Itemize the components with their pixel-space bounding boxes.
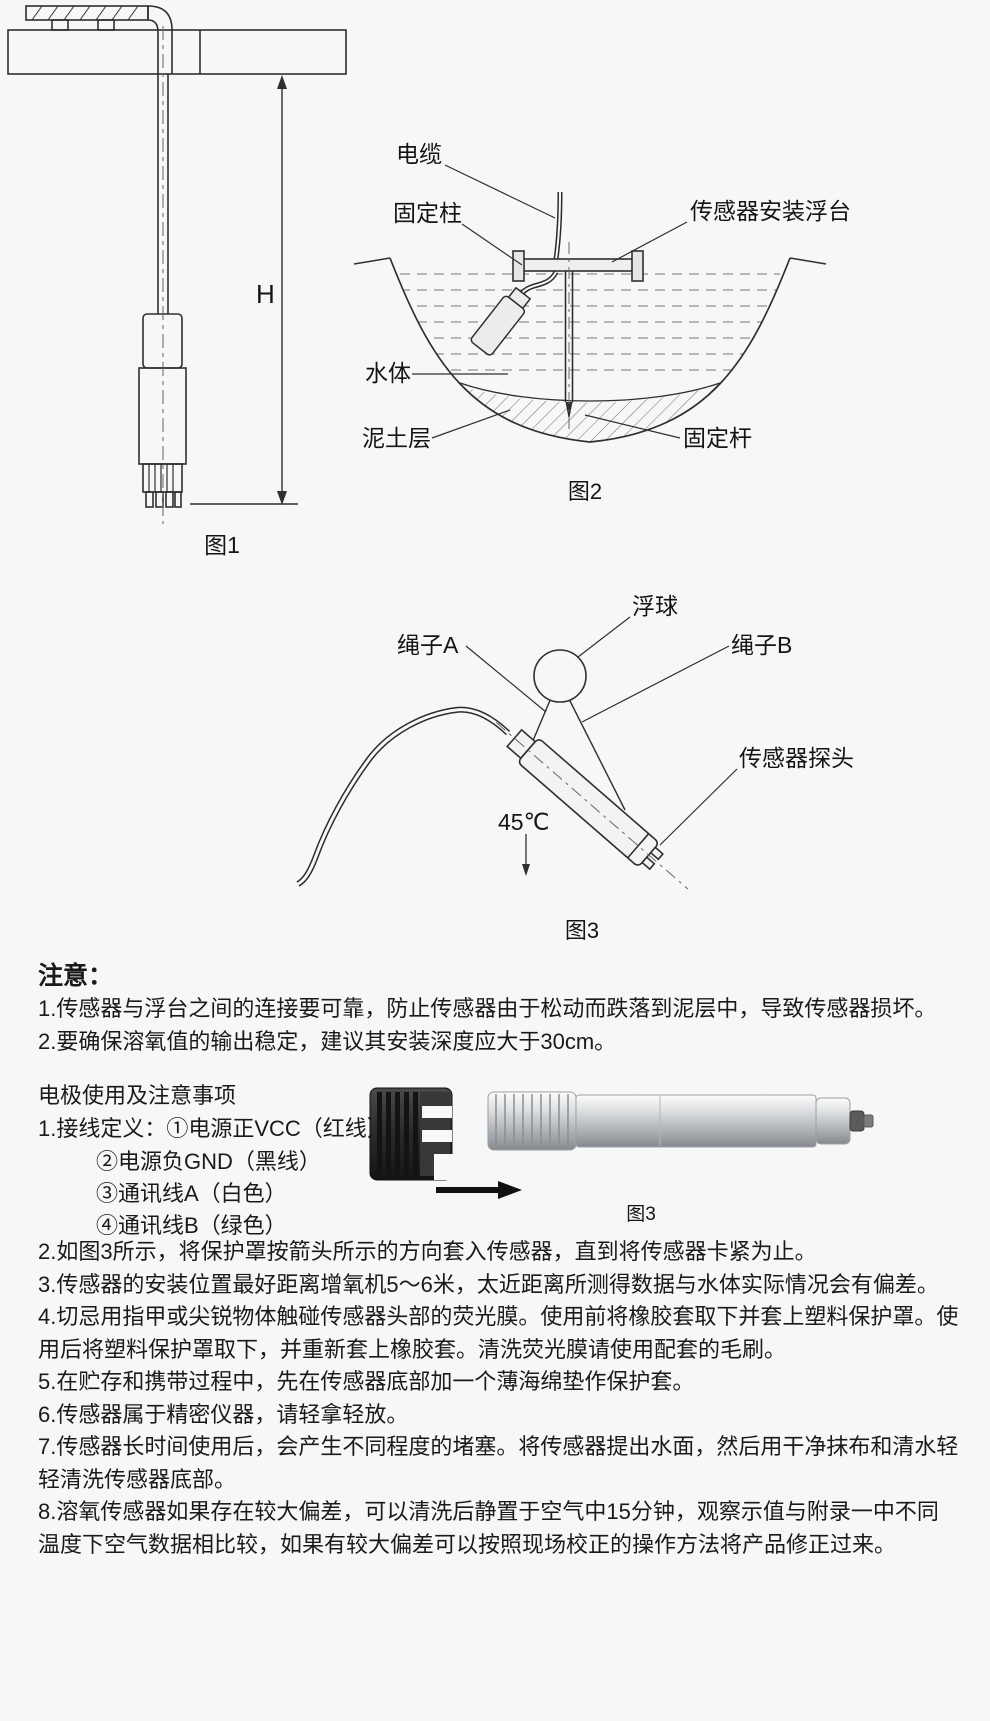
protective-cap-photo	[369, 1087, 454, 1181]
instruction-item: 8.溶氧传感器如果存在较大偏差，可以清洗后静置于空气中15分钟，观察示值与附录一…	[38, 1499, 939, 1557]
instruction-item: 5.在贮存和携带过程中，先在传感器底部加一个薄海绵垫作保护套。	[38, 1369, 695, 1394]
instruction-item: 6.传感器属于精密仪器，请轻拿轻放。	[38, 1401, 409, 1427]
sensor-photo	[487, 1091, 874, 1151]
fig3-label-angle: 45℃	[498, 809, 549, 835]
mud-top-line	[459, 382, 721, 402]
wiring-definition-line: 1.接线定义：①电源正VCC（红线）	[38, 1116, 389, 1141]
fixing-rod	[564, 242, 574, 432]
notice-item: 2.要确保溶氧值的输出稳定，建议其安装深度应大于30cm。	[38, 1029, 617, 1054]
sensor-probe-drawing	[495, 722, 689, 890]
fig2-label-fixing-post: 固定柱	[393, 200, 462, 226]
height-dimension	[190, 75, 298, 505]
wiring-definition-line: ④通讯线B（绿色）	[96, 1213, 287, 1238]
instruction-item: 2.如图3所示，将保护罩按箭头所示的方向套入传感器，直到将传感器卡紧为止。	[38, 1239, 817, 1264]
fig2-label-cable: 电缆	[396, 141, 442, 167]
pond-rim	[353, 257, 827, 265]
figure-3-caption: 图3	[565, 918, 599, 943]
photo-caption: 图3	[626, 1204, 656, 1225]
instruction-item: 7.传感器长时间使用后，会产生不同程度的堵塞。将传感器提出水面，然后用干净抹布和…	[38, 1434, 959, 1492]
pond-outline	[389, 257, 791, 443]
electrode-section-title: 电极使用及注意事项	[38, 1083, 237, 1108]
cable-line	[520, 191, 563, 295]
fig2-label-water: 水体	[365, 360, 411, 386]
floating-platform	[512, 250, 644, 282]
fig1-linework	[7, 5, 347, 508]
figure-1-caption: 图1	[204, 532, 240, 558]
wiring-definition-line: ③通讯线A（白色）	[96, 1181, 287, 1206]
fig2-label-fixing-rod: 固定杆	[683, 425, 752, 451]
figure-3-drawing: 浮球 绳子A 绳子B 传感器探头 45℃ 图3	[296, 593, 854, 943]
sensor-in-water	[470, 286, 532, 356]
figure-2-caption: 图2	[568, 479, 602, 504]
instruction-item: 4.切忌用指甲或尖锐物体触碰传感器头部的荧光膜。使用前将橡胶套取下并套上塑料保护…	[38, 1304, 959, 1362]
instruction-list: 2.如图3所示，将保护罩按箭头所示的方向套入传感器，直到将传感器卡紧为止。 3.…	[38, 1236, 960, 1561]
water-area	[400, 273, 780, 442]
fig3-leader-lines	[465, 616, 738, 846]
ropes	[531, 697, 626, 811]
fig2-leader-lines	[412, 164, 688, 439]
notice-list: 1.传感器与浮台之间的连接要可靠，防止传感器由于松动而跌落到泥层中，导致传感器损…	[38, 992, 964, 1058]
fig2-label-float-platform: 传感器安装浮台	[690, 198, 851, 224]
fig3-label-float-ball: 浮球	[632, 593, 678, 619]
cap-and-sensor-photos: 图3	[369, 1087, 874, 1225]
fig2-label-mud-layer: 泥土层	[362, 425, 431, 451]
wiring-definition-line: ②电源负GND（黑线）	[96, 1149, 321, 1174]
dimension-h-label: H	[256, 279, 275, 309]
angle-mark	[522, 834, 530, 876]
notice-item: 1.传感器与浮台之间的连接要可靠，防止传感器由于松动而跌落到泥层中，导致传感器损…	[38, 996, 937, 1021]
instruction-item: 3.传感器的安装位置最好距离增氧机5～6米，太近距离所测得数据与水体实际情况会有…	[38, 1271, 939, 1297]
probe-cable	[296, 706, 511, 887]
fig3-label-sensor-probe: 传感器探头	[739, 745, 854, 771]
notice-title: 注意：	[38, 962, 114, 990]
fig3-label-rope-b: 绳子B	[731, 632, 792, 658]
mud-hatch	[440, 380, 730, 442]
float-ball	[533, 649, 587, 703]
fig3-label-rope-a: 绳子A	[397, 632, 459, 658]
direction-arrow-icon	[436, 1181, 522, 1199]
figure-2-drawing: 电缆 固定柱 传感器安装浮台 水体 泥土层 固定杆 图2	[353, 141, 851, 504]
figure-1-drawing: H 图1	[7, 5, 347, 558]
